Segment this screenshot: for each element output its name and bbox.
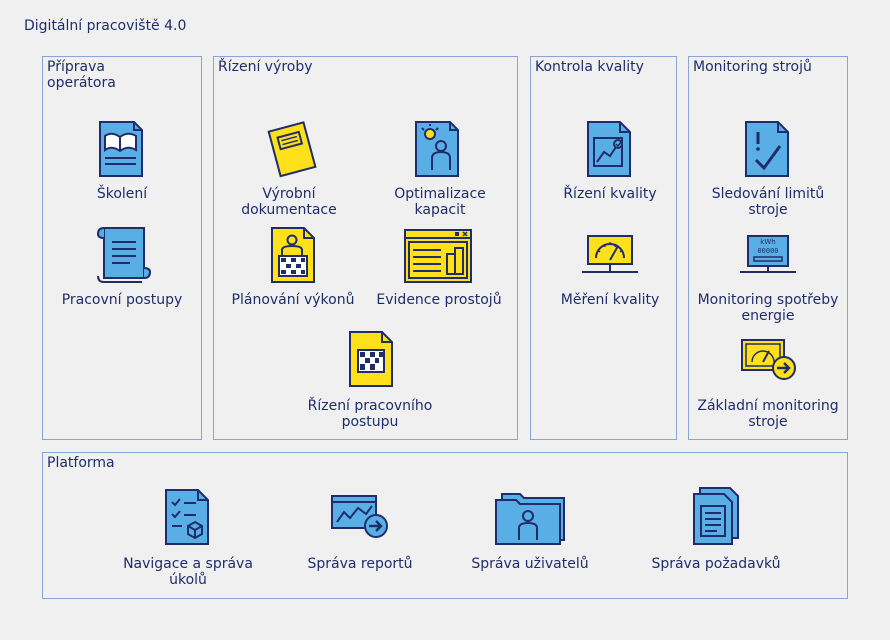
item-label-rizeni-kvality: Řízení kvality: [563, 186, 657, 202]
meter-digits-text: 00000: [757, 247, 778, 255]
item-label-sprava-reportu: Správa reportů: [307, 556, 413, 572]
item-label-vyrobni-dokumentace: Výrobní dokumentace: [241, 186, 337, 218]
book-icon[interactable]: [98, 120, 144, 178]
panel-rizeni-vyroby: Řízení výroby: [213, 56, 518, 440]
panel-title: Kontrola kvality: [535, 59, 644, 75]
kwh-meter-icon[interactable]: kWh 00000: [738, 232, 798, 278]
panel-title: Platforma: [47, 455, 115, 471]
window-chart-icon[interactable]: [403, 228, 473, 284]
panel-priprava-operatora: Příprava operátora: [42, 56, 202, 440]
report-icon[interactable]: [330, 492, 392, 542]
exclamation-check-icon[interactable]: [744, 120, 790, 178]
panel-title: Monitoring strojů: [693, 59, 812, 75]
item-label-mereni-kvality: Měření kvality: [560, 292, 660, 308]
item-label-navigace-sprava-ukolu: Navigace a správa úkolů: [123, 556, 253, 588]
item-label-planovani-vykonu: Plánování výkonů: [231, 292, 355, 308]
notebook-icon[interactable]: [266, 120, 320, 178]
panel-monitoring-stroju: Monitoring strojů: [688, 56, 848, 440]
gauge-icon[interactable]: [580, 232, 640, 278]
item-label-skoleni: Školení: [96, 186, 148, 202]
chart-document-icon[interactable]: [586, 120, 632, 178]
item-label-optimalizace-kapacit: Optimalizace kapacit: [394, 186, 486, 218]
item-label-sledovani-limitu: Sledování limitů stroje: [711, 186, 825, 218]
item-label-pracovni-postupy: Pracovní postupy: [61, 292, 183, 308]
planning-icon[interactable]: [270, 226, 316, 284]
panel-platforma: Platforma: [42, 452, 848, 599]
item-label-rizeni-pracovniho-postupu: Řízení pracovního postupu: [307, 398, 433, 430]
item-label-sprava-uzivatelu: Správa uživatelů: [471, 556, 589, 572]
gauge-arrow-icon[interactable]: [740, 336, 798, 384]
page-title: Digitální pracoviště 4.0: [24, 18, 187, 34]
meter-unit-text: kWh: [760, 238, 775, 246]
idea-person-icon[interactable]: [414, 120, 462, 178]
user-folder-icon[interactable]: [494, 488, 568, 546]
checklist-icon[interactable]: [164, 488, 210, 546]
item-label-monitoring-spotreby: Monitoring spotřeby energie: [697, 292, 839, 324]
panel-title: Příprava operátora: [47, 59, 116, 91]
item-label-sprava-pozadavku: Správa požadavků: [651, 556, 781, 572]
documents-icon[interactable]: [692, 486, 740, 546]
panel-title: Řízení výroby: [218, 59, 313, 75]
panel-kontrola-kvality: Kontrola kvality: [530, 56, 677, 440]
scroll-icon[interactable]: [94, 224, 152, 284]
item-label-evidence-prostoju: Evidence prostojů: [376, 292, 502, 308]
grid-document-icon[interactable]: [348, 330, 394, 388]
item-label-zakladni-monitoring: Základní monitoring stroje: [697, 398, 839, 430]
